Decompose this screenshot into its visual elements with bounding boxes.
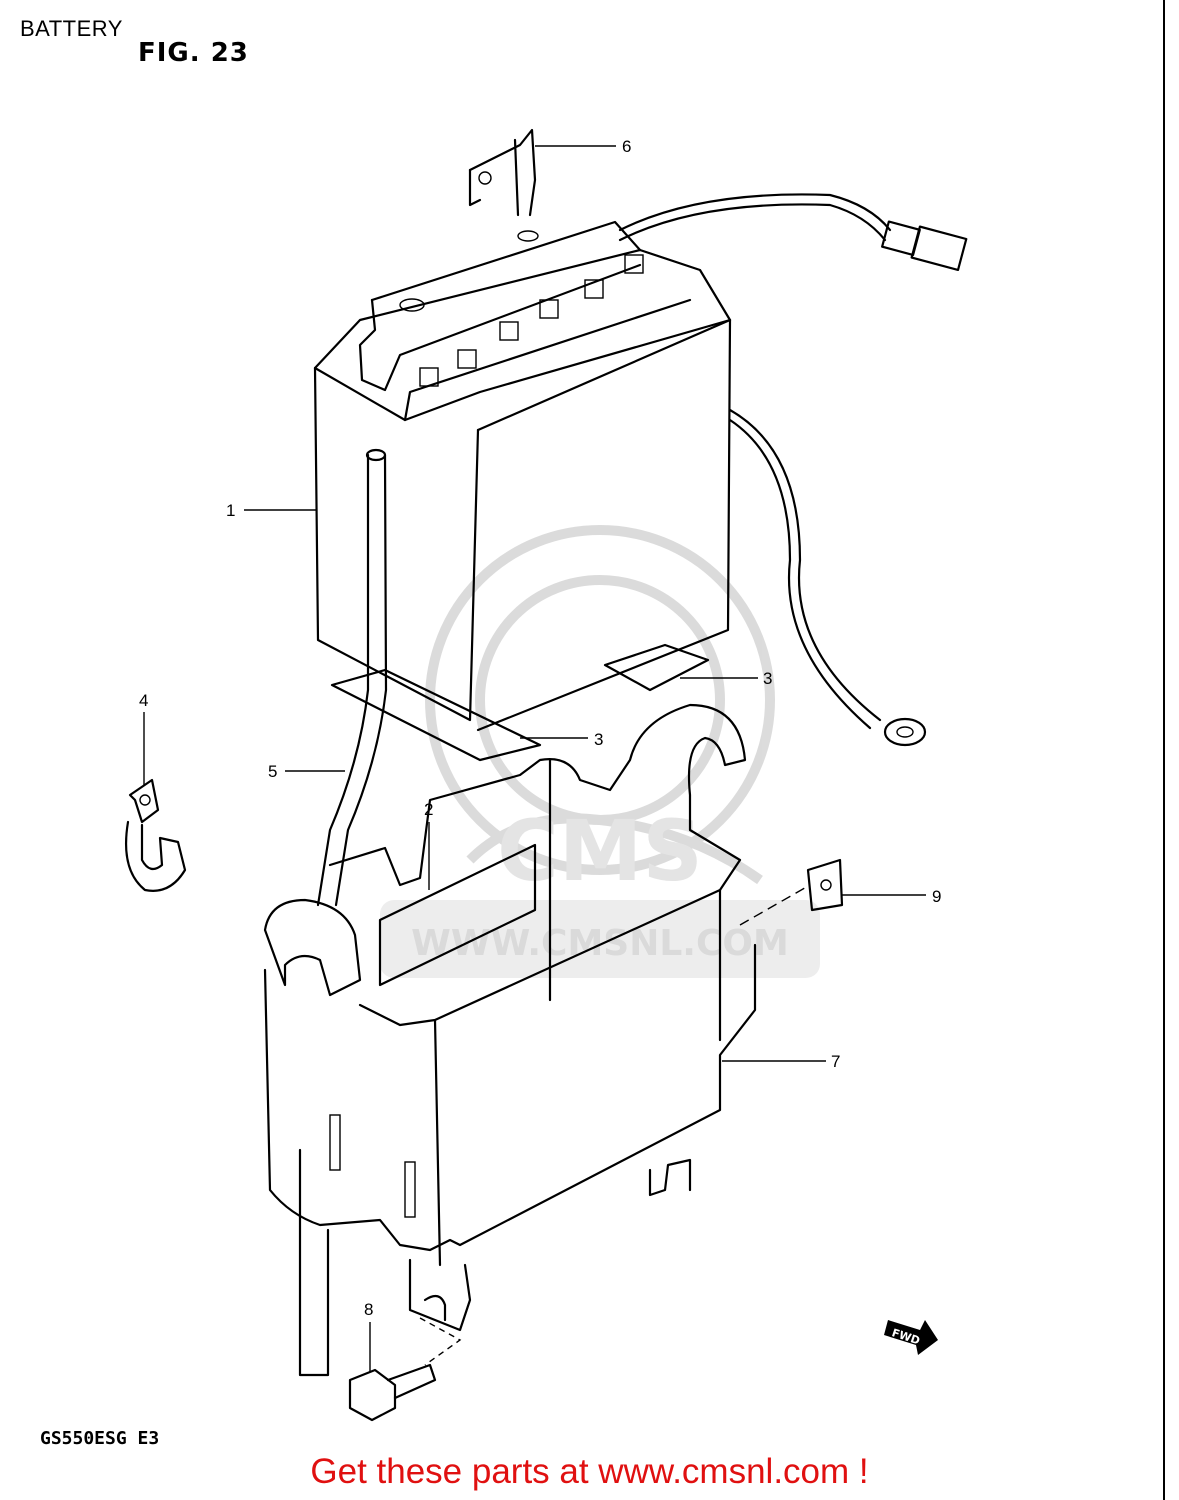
page-border — [1163, 0, 1165, 1500]
breather-hose-part — [298, 448, 388, 1377]
callout-number-8: 8 — [364, 1300, 373, 1319]
callout-number-2: 2 — [424, 800, 433, 819]
pad-parts — [330, 643, 710, 762]
callout-number-4: 4 — [139, 691, 148, 710]
nut-part — [806, 858, 844, 912]
watermark: CMS WWW.CMSNL.COM — [380, 525, 820, 978]
callout-number-3b: 3 — [594, 730, 603, 749]
callout-number-7: 7 — [831, 1052, 840, 1071]
watermark-logo: CMS — [497, 802, 703, 900]
battery-part — [313, 220, 927, 747]
battery-case-part — [263, 703, 811, 1366]
cta-link[interactable]: Get these parts at www.cmsnl.com ! — [310, 1452, 869, 1491]
clamp-part — [124, 778, 187, 892]
callout-number-9: 9 — [932, 887, 941, 906]
callout-number-3a: 3 — [763, 669, 772, 688]
watermark-url: WWW.CMSNL.COM — [411, 923, 789, 964]
figure-label: FIG. 23 — [138, 38, 249, 68]
callout-number-1: 1 — [226, 501, 235, 520]
page-heading: BATTERY — [20, 16, 123, 41]
forward-arrow-icon: FWD — [884, 1320, 938, 1355]
callout-number-5: 5 — [268, 762, 277, 781]
lead-wire-part — [468, 128, 968, 272]
pad-part-2 — [378, 843, 537, 987]
callouts: 1 2 3 3 4 5 6 7 8 9 — [139, 137, 941, 1372]
callout-number-6: 6 — [622, 137, 631, 156]
model-code: GS550ESG E3 — [40, 1428, 160, 1449]
bolt-part — [348, 1363, 437, 1422]
